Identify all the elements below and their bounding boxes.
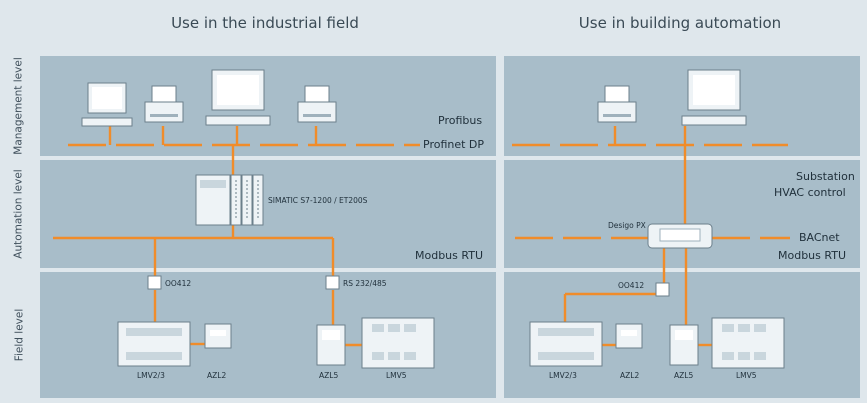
building-automation-panel [504,160,860,268]
pc-small-icon [81,82,133,127]
pc-large-icon [205,69,271,126]
industrial-modbus-label: Modbus RTU [415,249,483,262]
pc-large-icon [681,69,747,126]
azl5-label: AZL5 [674,371,694,380]
building-modbus-label: Modbus RTU [778,249,846,262]
azl5-label: AZL5 [319,371,339,380]
azl2-label: AZL2 [620,371,640,380]
lmv5-label: LMV5 [736,371,757,380]
lmv23-label: LMV2/3 [549,371,577,380]
azl5-display-icon [316,324,346,366]
industrial-header: Use in the industrial field [171,14,359,32]
building-management-panel [504,56,860,156]
bacnet-label: BACnet [799,231,840,244]
profibus-label: Profibus [438,114,483,127]
lmv23-controller-icon [529,321,603,367]
building-converter-label: OO412 [618,281,645,290]
converter-oo412-label: OO412 [165,279,192,288]
lmv23-label: LMV2/3 [137,371,165,380]
lmv5-controller-icon [361,317,435,369]
azl5-display-icon [669,324,699,366]
substation-label: Substation [796,170,855,183]
lmv5-label: LMV5 [386,371,407,380]
printer-icon [297,85,337,123]
azl2-label: AZL2 [207,371,227,380]
azl2-display-icon [615,323,643,349]
lmv23-controller-icon [117,321,191,367]
printer-icon [597,85,637,123]
profinet-label: Profinet DP [423,138,485,151]
building-header: Use in building automation [578,14,782,32]
lmv5-controller-icon [711,317,785,369]
printer-icon [144,85,184,123]
plc-label: SIMATIC S7-1200 / ET200S [268,196,368,205]
azl2-display-icon [204,323,232,349]
desigo-label: Desigo PX [608,221,646,230]
industrial-automation-panel [40,160,496,268]
converter-rs232-label: RS 232/485 [343,279,387,288]
hvac-control-label: HVAC control [774,186,846,199]
